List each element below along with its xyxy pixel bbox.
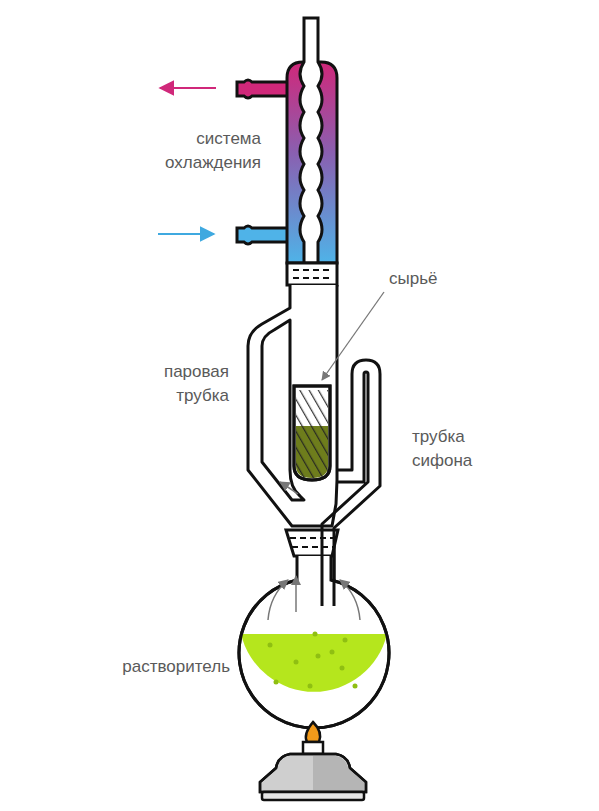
part-label: паровая трубка: [129, 360, 229, 408]
part-label: растворитель: [70, 655, 230, 679]
part-label: система охлаждения: [121, 127, 261, 175]
part-label: сырьё: [389, 267, 469, 291]
part-label: трубка сифона: [412, 425, 512, 473]
